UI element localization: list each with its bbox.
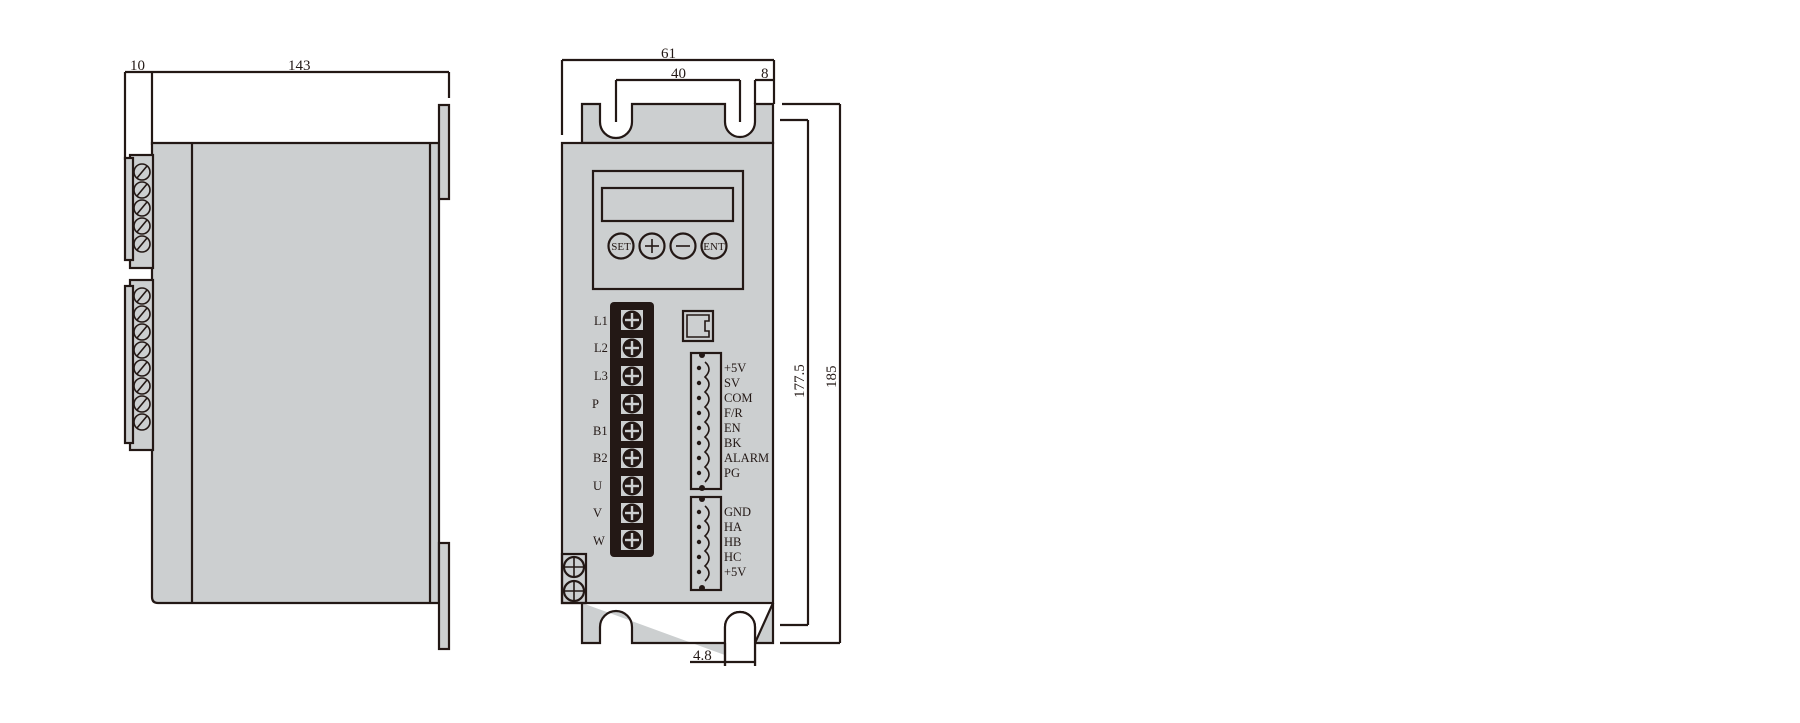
screw-icon [133, 287, 151, 431]
pin-icon [696, 365, 702, 476]
pin-label: BK [724, 436, 741, 450]
dim-total-height: 185 [824, 366, 840, 389]
pin-label: PG [724, 466, 740, 480]
terminal-label-l2: L2 [594, 341, 608, 355]
terminal-label-l3: L3 [594, 369, 608, 383]
front-top-dimensions: 61 40 8 [560, 46, 776, 135]
dim-connector-depth: 10 [130, 58, 145, 74]
control-connector: +5V SV COM F/R EN BK ALARM PG [689, 351, 769, 491]
slot-width-dimension: 4.8 [690, 643, 755, 666]
plus-button[interactable] [638, 232, 666, 260]
hall-connector: GND HA HB HC +5V [689, 495, 751, 592]
pin-label: HC [724, 550, 741, 564]
set-button[interactable]: SET [607, 232, 635, 260]
dim-total-width: 61 [661, 46, 676, 62]
dim-edge-offset: 8 [761, 66, 769, 82]
rj45-port-icon[interactable] [681, 309, 715, 343]
dim-slot-width: 4.8 [693, 648, 712, 664]
pin-label: ALARM [724, 451, 769, 465]
side-dimension-lines: 10 143 [123, 58, 451, 160]
terminal-label-l1: L1 [594, 314, 608, 328]
side-bottom-flange [437, 541, 451, 651]
terminal-label-p: P [592, 397, 599, 411]
side-view: 10 143 [123, 58, 451, 651]
power-terminal-block: L1 L2 L3 P B1 B2 U V W [592, 302, 654, 557]
pin-label: HB [724, 535, 741, 549]
side-body [150, 141, 441, 605]
terminal-label-v: V [593, 506, 602, 520]
pin-icon [696, 509, 702, 575]
pin-label: HA [724, 520, 742, 534]
top-mounting-tab [580, 102, 775, 145]
terminal-label-w: W [593, 534, 605, 548]
side-top-flange [437, 103, 451, 201]
pin-label: F/R [724, 406, 743, 420]
lcd-display [600, 186, 735, 223]
ground-screw-icon [560, 552, 588, 605]
enter-button[interactable]: ENT [700, 232, 728, 260]
terminal-screw-icon [621, 310, 643, 550]
power-terminal-labels: L1 L2 L3 P B1 B2 U V W [592, 314, 608, 548]
svg-text:ENT: ENT [703, 241, 725, 253]
pin-label: +5V [724, 565, 746, 579]
pin-label: GND [724, 505, 751, 519]
terminal-label-u: U [593, 479, 602, 493]
dim-body-depth: 143 [288, 58, 311, 74]
side-lower-terminal-block [123, 278, 155, 452]
side-upper-terminal-block [123, 153, 155, 270]
front-body [560, 141, 775, 605]
terminal-label-b2: B2 [593, 451, 608, 465]
pin-label: SV [724, 376, 740, 390]
pin-label: +5V [724, 361, 746, 375]
front-height-dimensions: 177.5 185 [780, 102, 842, 645]
dim-hole-pitch-height: 177.5 [792, 364, 808, 398]
bottom-slot [723, 610, 757, 666]
dim-hole-spacing: 40 [671, 66, 686, 82]
screw-icon [133, 163, 151, 253]
pin-label: EN [724, 421, 741, 435]
front-view: 61 40 8 SET [560, 46, 842, 666]
terminal-label-b1: B1 [593, 424, 608, 438]
keypad-panel: SET ENT [591, 169, 745, 291]
pin-label: COM [724, 391, 752, 405]
svg-text:SET: SET [611, 241, 631, 253]
minus-button[interactable] [669, 232, 697, 260]
